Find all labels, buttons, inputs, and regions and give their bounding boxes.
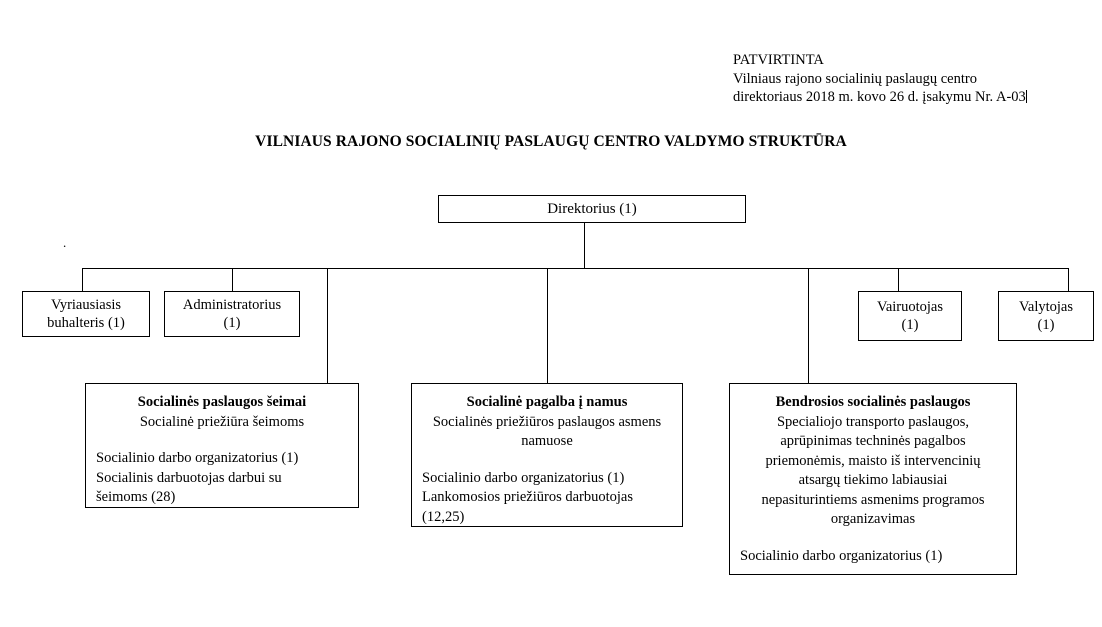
family-services-heading: Socialinės paslaugos šeimai [137,394,307,410]
home-help-subtitle-1: Socialinės priežiūros paslaugos asmens [432,413,662,430]
node-chief-accountant[interactable]: Vyriausiasis buhalteris (1) [22,291,150,337]
family-services-subtitle: Socialinė priežiūra šeimoms [139,413,305,430]
approval-line-1: PATVIRTINTA [733,52,824,68]
node-chief-accountant-label-2: buhalteris (1) [47,315,125,331]
home-help-subtitle-2: namuose [521,433,573,449]
general-services-subtitle-5: nepasiturintiems asmenims programos [761,491,985,508]
node-cleaner[interactable]: Valytojas (1) [998,291,1094,341]
family-services-item-1: Socialinio darbo organizatorius (1) [96,450,299,466]
general-services-subtitle-4: atsargų tiekimo labiausiai [798,472,948,488]
node-director-label: Direktorius (1) [547,201,637,217]
node-chief-accountant-label-1: Vyriausiasis [50,297,122,313]
general-services-subtitle-6: organizavimas [830,511,916,527]
connector-to-administrator [232,268,234,292]
node-administrator-label-2: (1) [223,315,241,331]
home-help-spacer [422,452,672,469]
family-services-item-2: Socialinis darbuotojas darbui su [96,469,282,486]
node-administrator-label-1: Administratorius [182,297,282,313]
home-help-item-2: Lankomosios priežiūros darbuotojas [422,489,634,505]
connector-horizontal-bus [82,268,1069,270]
approval-note: PATVIRTINTA Vilniaus rajono socialinių p… [733,51,1027,107]
general-services-subtitle-1: Specialiojo transporto paslaugos, [776,413,970,430]
connector-to-family-services [327,268,329,384]
general-services-spacer [740,530,1006,547]
node-driver-label-1: Vairuotojas [876,299,944,315]
connector-to-cleaner [1068,268,1070,292]
node-general-services[interactable]: Bendrosios socialinės paslaugos Speciali… [729,383,1017,575]
general-services-item-1: Socialinio darbo organizatorius (1) [740,547,943,564]
home-help-item-1: Socialinio darbo organizatorius (1) [422,469,625,486]
node-driver-label-2: (1) [901,317,919,333]
home-help-heading: Socialinė pagalba į namus [466,394,628,410]
connector-to-general-services [808,268,810,384]
connector-to-chief-accountant [82,268,84,292]
general-services-subtitle-3: priemonėmis, maisto iš intervencinių [765,452,981,469]
text-cursor [1025,90,1027,103]
node-family-services[interactable]: Socialinės paslaugos šeimai Socialinė pr… [85,383,359,508]
page-title: VILNIAUS RAJONO SOCIALINIŲ PASLAUGŲ CENT… [255,133,847,150]
family-services-spacer [96,432,348,449]
home-help-item-3: (12,25) [422,508,465,525]
connector-to-driver [898,268,900,292]
general-services-subtitle-2: aprūpinimas techninės pagalbos [780,433,966,449]
node-administrator[interactable]: Administratorius (1) [164,291,300,337]
node-director[interactable]: Direktorius (1) [438,195,746,223]
node-home-help[interactable]: Socialinė pagalba į namus Socialinės pri… [411,383,683,527]
general-services-heading: Bendrosios socialinės paslaugos [775,394,971,410]
approval-line-3-text: direktoriaus 2018 m. kovo 26 d. įsakymu … [733,89,1026,105]
approval-line-2: Vilniaus rajono socialinių paslaugų cent… [733,70,977,87]
node-cleaner-label-2: (1) [1037,317,1055,333]
connector-to-home-help [547,268,549,384]
approval-line-3: direktoriaus 2018 m. kovo 26 d. įsakymu … [733,88,1027,107]
connector-director-to-bus [584,223,586,269]
node-cleaner-label-1: Valytojas [1019,299,1073,315]
stray-dot-artifact: . [63,235,67,250]
family-services-item-3: šeimoms (28) [96,489,176,505]
node-driver[interactable]: Vairuotojas (1) [858,291,962,341]
